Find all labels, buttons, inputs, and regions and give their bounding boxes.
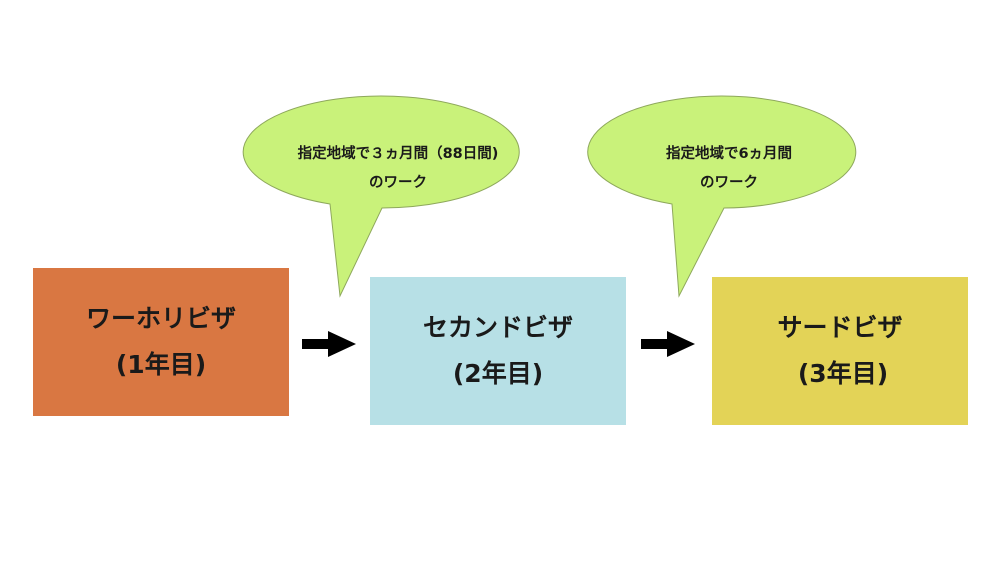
callout-bubble-1 [242, 95, 520, 298]
visa-3-year: (3年目) [797, 359, 889, 388]
callout-1-line1: 指定地域で３ヵ月間（88日間) [297, 146, 499, 162]
callout-1-text: 指定地域で３ヵ月間（88日間) のワーク [258, 140, 538, 198]
callout-2-text: 指定地域で6ヵ月間 のワーク [594, 140, 864, 198]
visa-1-name: ワーホリビザ [85, 304, 236, 333]
visa-3-name: サードビザ [777, 313, 903, 342]
callout-2-line1: 指定地域で6ヵ月間 [665, 146, 793, 162]
visa-2-name: セカンドビザ [422, 313, 573, 342]
working-holiday-visa-box: ワーホリビザ (1年目) [33, 268, 289, 416]
callout-bubble-2 [587, 95, 857, 298]
visa-1-year: (1年目) [115, 350, 207, 379]
third-visa-box: サードビザ (3年目) [712, 277, 968, 425]
callout-2-line2: のワーク [700, 175, 758, 191]
right-arrow-icon [641, 331, 695, 357]
callout-bubble-2-shape [587, 95, 857, 298]
second-visa-box: セカンドビザ (2年目) [370, 277, 626, 425]
visa-2-year: (2年目) [452, 359, 544, 388]
callout-1-line2: のワーク [369, 175, 427, 191]
right-arrow-icon [302, 331, 356, 357]
callout-bubble-1-shape [242, 95, 520, 298]
